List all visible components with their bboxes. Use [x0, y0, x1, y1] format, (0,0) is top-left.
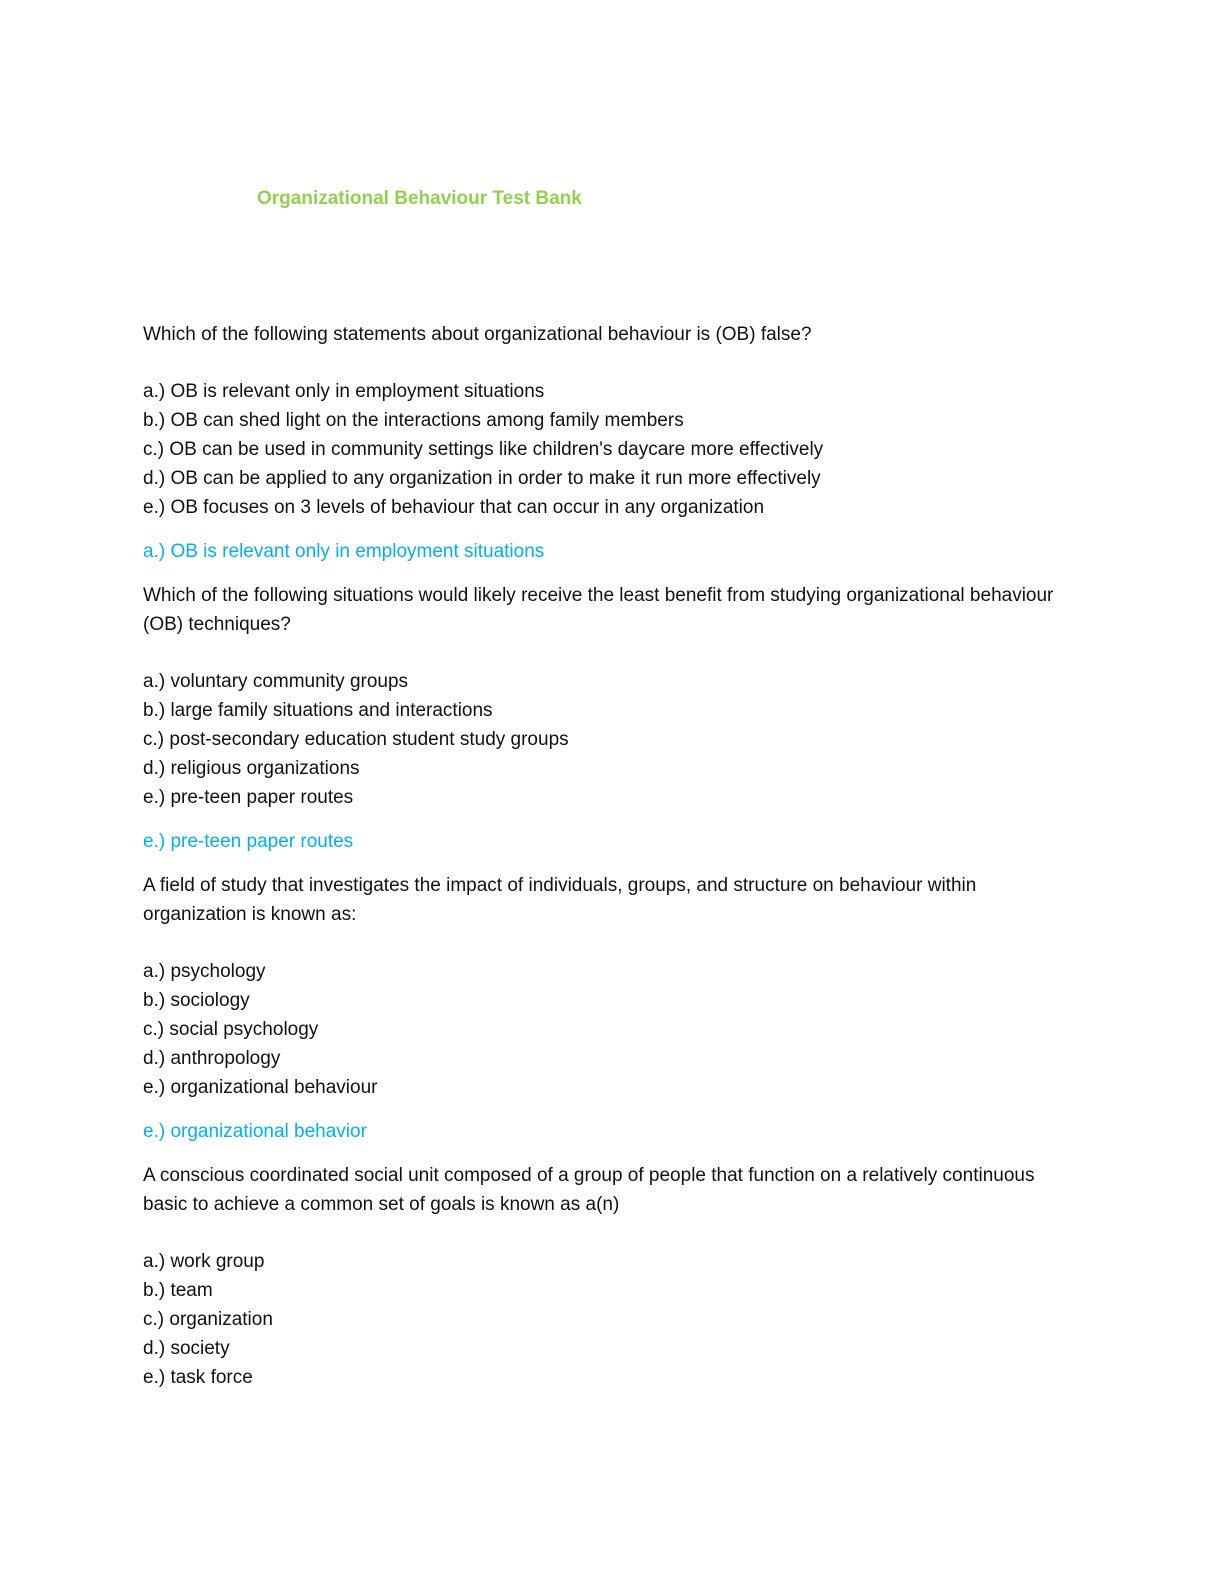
option-item: d.) anthropology — [143, 1048, 281, 1069]
question-text: A field of study that investigates the i… — [143, 875, 977, 925]
option-list: a.) OB is relevant only in employment si… — [143, 377, 1063, 522]
document-title: Organizational Behaviour Test Bank — [257, 188, 582, 209]
option-list: a.) voluntary community groups b.) large… — [143, 667, 1063, 812]
option-item: c.) post-secondary education student stu… — [143, 729, 569, 750]
option-item: c.) organization — [143, 1309, 273, 1330]
option-item: e.) pre-teen paper routes — [143, 787, 354, 808]
option-item: d.) society — [143, 1338, 230, 1359]
question-block: A field of study that investigates the i… — [143, 871, 1063, 1146]
answer-text: e.) organizational behavior — [143, 1121, 367, 1142]
option-item: a.) psychology — [143, 961, 266, 982]
option-item: b.) large family situations and interact… — [143, 700, 493, 721]
answer-text: a.) OB is relevant only in employment si… — [143, 541, 545, 562]
option-item: e.) organizational behaviour — [143, 1077, 378, 1098]
option-item: a.) work group — [143, 1251, 265, 1272]
option-item: a.) voluntary community groups — [143, 671, 409, 692]
option-item: c.) OB can be used in community settings… — [143, 439, 824, 460]
question-list: Which of the following statements about … — [143, 320, 1063, 1392]
option-item: a.) OB is relevant only in employment si… — [143, 381, 545, 402]
option-item: b.) OB can shed light on the interaction… — [143, 410, 684, 431]
option-list: a.) work group b.) team c.) organization… — [143, 1247, 1063, 1392]
option-item: b.) sociology — [143, 990, 250, 1011]
option-list: a.) psychology b.) sociology c.) social … — [143, 957, 1063, 1102]
question-block: A conscious coordinated social unit comp… — [143, 1161, 1063, 1392]
option-item: c.) social psychology — [143, 1019, 319, 1040]
question-text: A conscious coordinated social unit comp… — [143, 1165, 1035, 1215]
option-item: e.) OB focuses on 3 levels of behaviour … — [143, 497, 765, 518]
option-item: d.) religious organizations — [143, 758, 360, 779]
option-item: d.) OB can be applied to any organizatio… — [143, 468, 821, 489]
question-text: Which of the following situations would … — [143, 585, 1054, 635]
option-item: b.) team — [143, 1280, 213, 1301]
question-text: Which of the following statements about … — [143, 324, 812, 345]
question-block: Which of the following statements about … — [143, 320, 1063, 566]
answer-text: e.) pre-teen paper routes — [143, 831, 354, 852]
question-block: Which of the following situations would … — [143, 581, 1063, 856]
option-item: e.) task force — [143, 1367, 253, 1388]
